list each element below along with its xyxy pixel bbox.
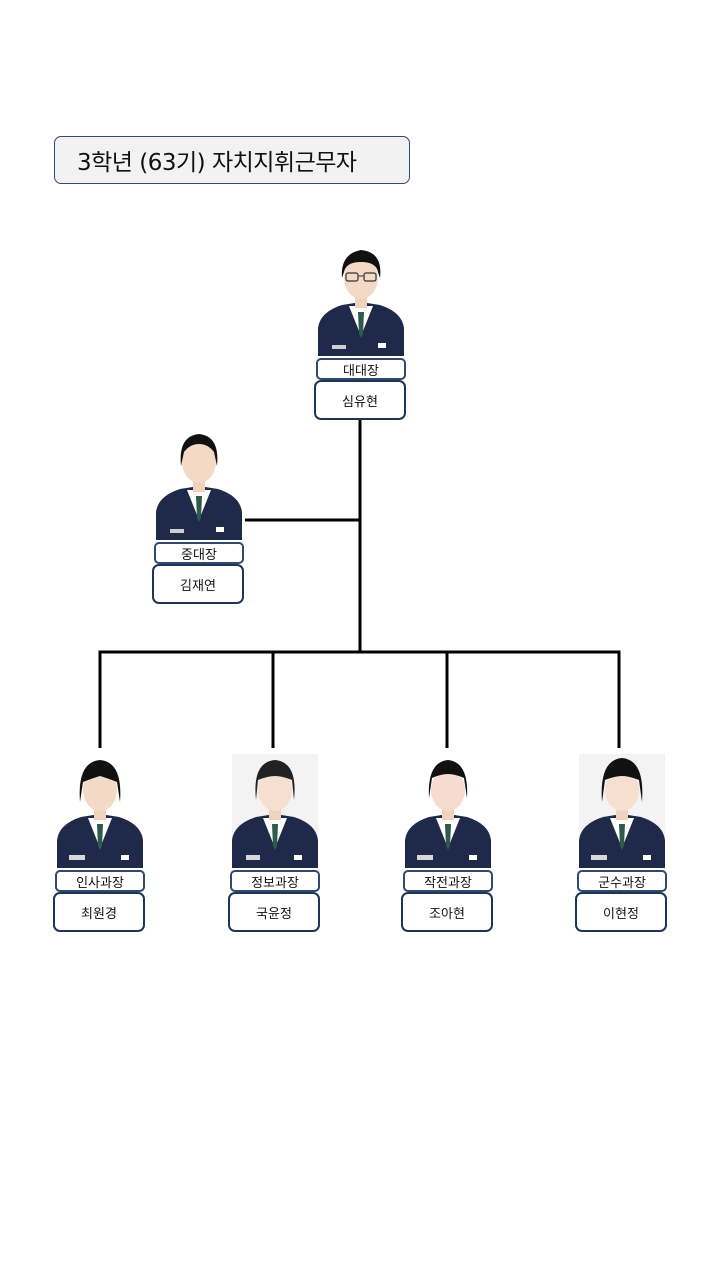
- photo-company-commander: [156, 426, 242, 540]
- rank-label-personnel-officer: 인사과장: [55, 870, 145, 892]
- rank-label-logistics-officer: 군수과장: [577, 870, 667, 892]
- rank-label-operations-officer: 작전과장: [403, 870, 493, 892]
- rank-label-intelligence-officer: 정보과장: [230, 870, 320, 892]
- rank-label-commander: 대대장: [316, 358, 406, 380]
- name-label-personnel-officer: 최원경: [53, 892, 145, 932]
- name-label-intelligence-officer: 국윤정: [228, 892, 320, 932]
- photo-operations-officer: [405, 754, 491, 868]
- photo-logistics-officer: [579, 754, 665, 868]
- name-label-logistics-officer: 이현정: [575, 892, 667, 932]
- name-label-commander: 심유현: [314, 380, 406, 420]
- name-label-operations-officer: 조아현: [401, 892, 493, 932]
- page-title: 3학년 (63기) 자치지휘근무자: [54, 136, 410, 184]
- photo-personnel-officer: [57, 754, 143, 868]
- name-label-company-commander: 김재연: [152, 564, 244, 604]
- photo-intelligence-officer: [232, 754, 318, 868]
- photo-commander: [318, 242, 404, 356]
- rank-label-company-commander: 중대장: [154, 542, 244, 564]
